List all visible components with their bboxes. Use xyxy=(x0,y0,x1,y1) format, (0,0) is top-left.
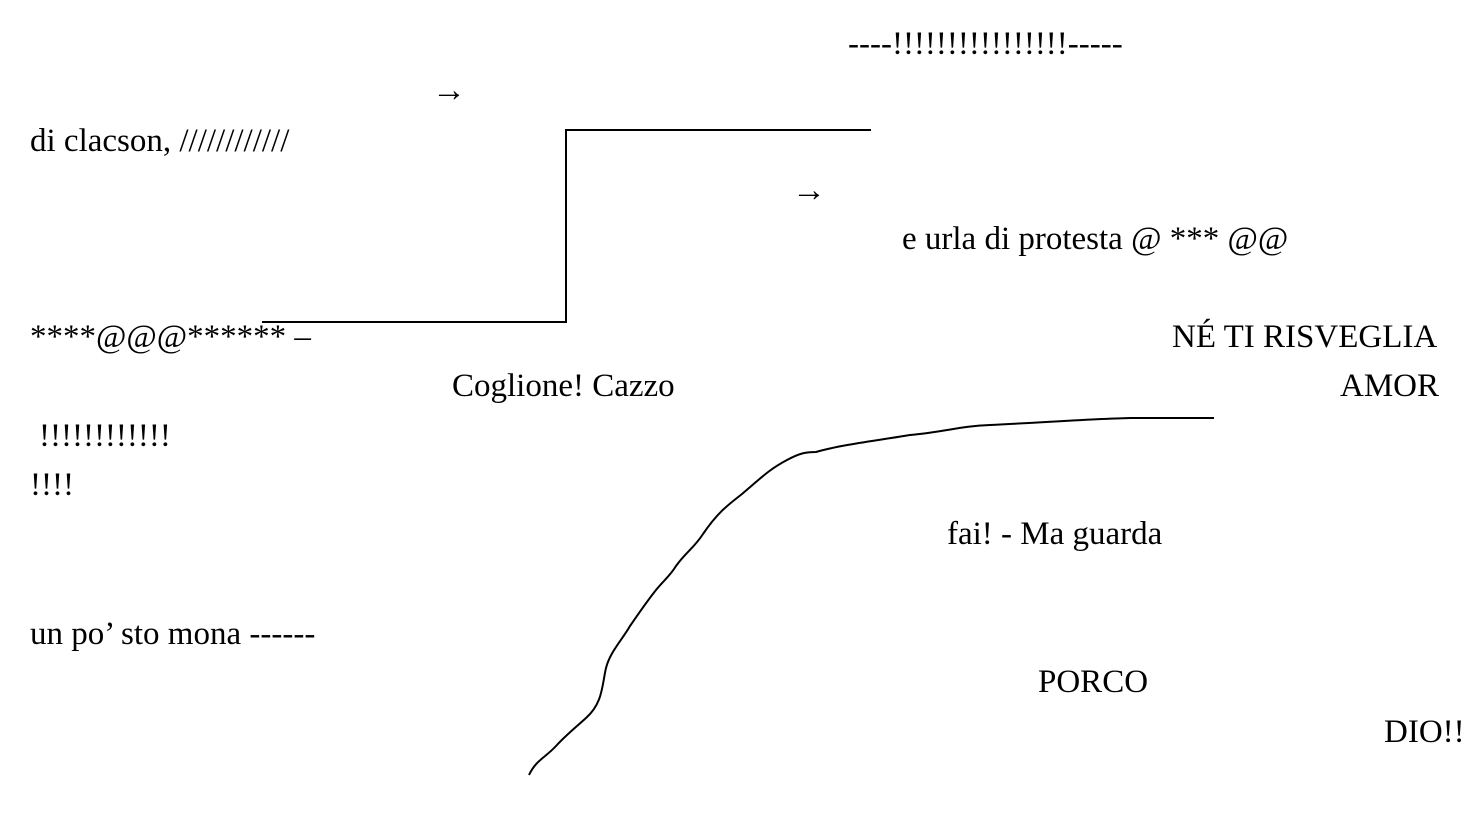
exclamation-line-1: !!!!!!!!!!!! xyxy=(39,418,171,454)
fai-line: fai! - Ma guarda xyxy=(947,516,1163,552)
ne-ti-risveglia-line: NÉ TI RISVEGLIA xyxy=(1172,319,1438,355)
curve-line xyxy=(528,417,1214,776)
coglione-line: Coglione! Cazzo xyxy=(452,368,675,404)
urla-line: e urla di protesta @ *** @@ xyxy=(902,221,1289,257)
clacson-line: di clacson, //////////// xyxy=(30,123,290,159)
exclamation-line-2: !!!! xyxy=(30,467,74,503)
right-arrow-icon: → xyxy=(432,72,466,109)
mona-line: un po’ sto mona ------ xyxy=(30,616,316,652)
right-arrow-icon: → xyxy=(792,172,826,209)
amor-line: AMOR xyxy=(1340,368,1440,404)
symbols-line: ****@@@****** – xyxy=(30,319,311,355)
step-line xyxy=(262,129,871,323)
dio-line: DIO!! xyxy=(1384,714,1465,750)
porco-line: PORCO xyxy=(1038,664,1149,700)
exclamation-line-top: ----!!!!!!!!!!!!!!!!----- xyxy=(848,26,1123,62)
